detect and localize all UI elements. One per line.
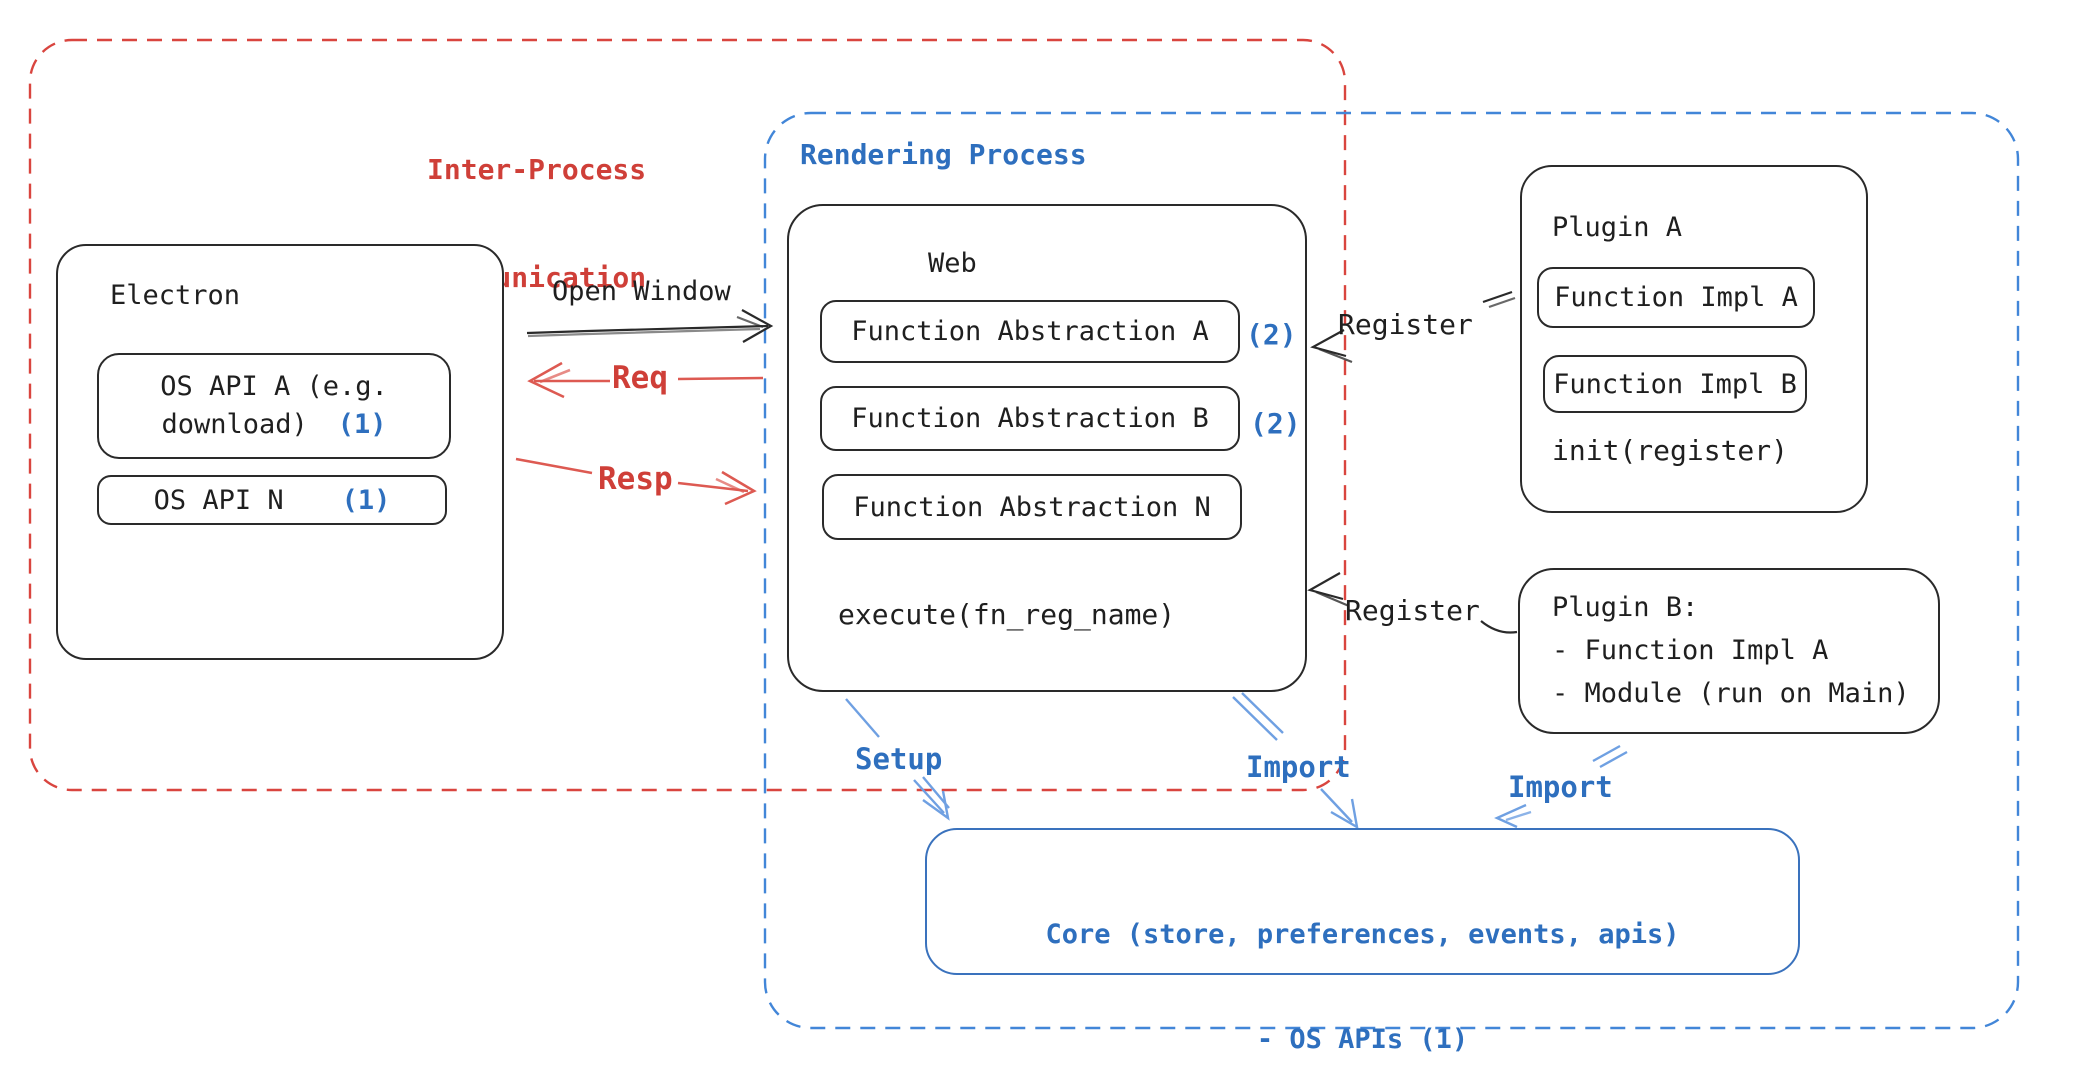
ipc-title-line1: Inter-Process [427, 153, 647, 186]
plugin-b-box: Plugin B: - Function Impl A - Module (ru… [1518, 568, 1940, 734]
core-line2: - OS APIs (1) [1256, 1024, 1469, 1055]
req-label: Req [612, 360, 668, 396]
setup-arrow [845, 698, 950, 821]
electron-title: Electron [110, 280, 241, 311]
os-api-a-line1: OS API A (e.g. [160, 371, 388, 402]
resp-label: Resp [598, 461, 673, 497]
rendering-dashed-region [763, 111, 2020, 1030]
function-abstraction-n-box: Function Abstraction N [822, 474, 1242, 540]
plugin-a-box [1520, 165, 1868, 513]
register-top-arrow [1310, 290, 1516, 364]
register-top-label: Register [1338, 308, 1473, 341]
os-api-a-box: OS API A (e.g. download) (1) [97, 353, 451, 459]
function-abstraction-a-badge: (2) [1246, 318, 1297, 351]
web-title: Web [928, 248, 977, 279]
resp-arrow [515, 457, 757, 506]
ipc-region-title: Inter-Process Communication [427, 80, 646, 368]
core-line1: Core (store, preferences, events, apis) [1045, 919, 1680, 950]
import-plugin-arrow [1494, 744, 1628, 829]
os-api-a-badge: (1) [337, 409, 387, 440]
function-abstraction-a-box: Function Abstraction A [820, 300, 1240, 363]
function-abstraction-b-box: Function Abstraction B [820, 386, 1240, 451]
import-plugin-label: Import [1508, 770, 1613, 804]
plugin-b-item1: - Function Impl A [1552, 635, 1829, 666]
os-api-n-badge: (1) [341, 484, 391, 516]
register-bottom-arrow [1307, 572, 1518, 634]
rendering-region-title: Rendering Process [800, 138, 1087, 171]
os-api-a-line2-row: download) (1) [161, 406, 386, 444]
function-abstraction-b-badge: (2) [1250, 407, 1301, 440]
req-arrow [527, 361, 764, 399]
plugin-a-title: Plugin A [1552, 212, 1683, 243]
import-web-arrow [1232, 692, 1359, 830]
register-bottom-label: Register [1345, 594, 1480, 627]
plugin-b-item2: - Module (run on Main) [1552, 678, 1910, 709]
os-api-n-box: OS API N (1) [97, 475, 447, 525]
os-api-a-line2: download) [161, 409, 308, 440]
function-impl-b-box: Function Impl B [1543, 355, 1807, 413]
setup-label: Setup [855, 742, 943, 776]
function-impl-a-box: Function Impl A [1537, 267, 1815, 328]
open-window-arrow [526, 309, 774, 343]
init-register-label: init(register) [1552, 434, 1789, 467]
plugin-b-title: Plugin B: [1552, 592, 1699, 623]
import-web-label: Import [1246, 750, 1351, 784]
execute-label: execute(fn_reg_name) [838, 598, 1176, 631]
core-box: Core (store, preferences, events, apis) … [925, 828, 1800, 1055]
open-window-label: Open Window [552, 276, 731, 307]
ipc-dashed-region [28, 38, 1347, 792]
os-api-n-label: OS API N [153, 484, 284, 516]
